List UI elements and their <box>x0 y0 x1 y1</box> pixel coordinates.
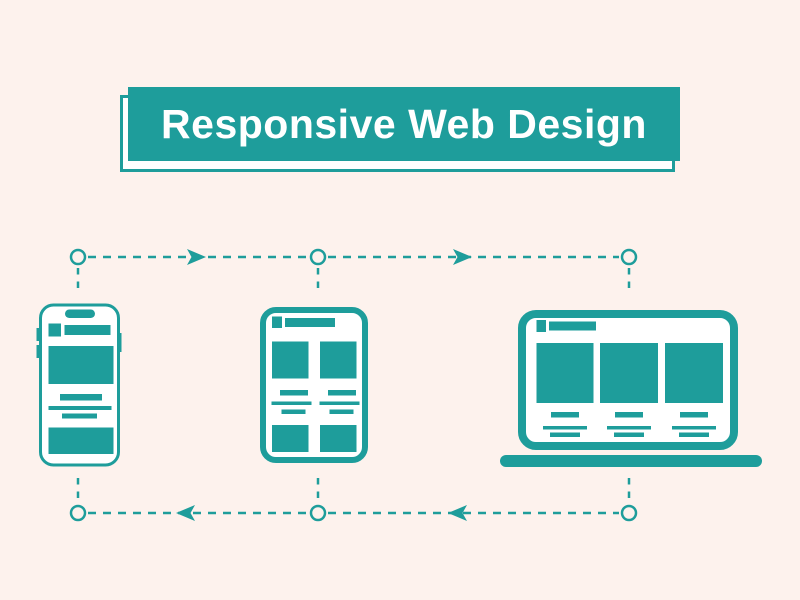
laptop-image-block <box>536 343 594 403</box>
laptop-image-block <box>665 343 723 403</box>
tablet-image-block <box>272 425 309 452</box>
laptop-text-line <box>680 412 708 418</box>
flow-node-circle <box>69 504 87 522</box>
laptop-text-line <box>614 432 644 437</box>
laptop-base <box>500 455 762 467</box>
arrow-right-icon <box>453 249 472 265</box>
responsive-devices-diagram <box>36 248 762 522</box>
tablet-wireframe-icon <box>260 307 368 463</box>
banner-plate: Responsive Web Design <box>128 87 680 161</box>
tablet-image-block <box>320 425 357 452</box>
phone-header-logo-block <box>48 323 61 337</box>
laptop-text-line <box>615 412 643 418</box>
phone-text-line <box>62 413 97 419</box>
phone-hero-block <box>48 346 114 384</box>
bottom-connector <box>69 478 638 522</box>
tablet-text-line <box>281 409 306 414</box>
arrow-left-icon <box>176 505 195 521</box>
laptop-text-line <box>543 426 587 430</box>
arrow-right-icon <box>187 249 206 265</box>
tablet-image-block <box>272 341 309 379</box>
tablet-text-line <box>280 390 308 396</box>
laptop-text-line <box>672 426 716 430</box>
flow-node-circle <box>309 504 327 522</box>
arrow-left-icon <box>448 505 467 521</box>
phone-text-line <box>60 394 102 401</box>
tablet-image-block <box>320 341 357 379</box>
tablet-text-line <box>319 401 360 405</box>
tablet-header-logo-block <box>272 316 282 328</box>
tablet-text-line <box>271 401 312 405</box>
laptop-header-bar <box>549 321 596 331</box>
smartphone-wireframe-icon <box>36 303 122 467</box>
phone-speaker-notch <box>65 309 95 318</box>
laptop-wireframe-icon <box>500 310 762 467</box>
flow-node-circle <box>309 248 327 266</box>
flow-node-circle <box>620 248 638 266</box>
laptop-text-line <box>607 426 651 430</box>
tablet-text-line <box>328 390 356 396</box>
flow-node-circle <box>620 504 638 522</box>
laptop-text-line <box>679 432 709 437</box>
phone-footer-block <box>48 427 114 454</box>
tablet-header-bar <box>285 318 335 327</box>
laptop-text-line <box>551 412 579 418</box>
top-connector <box>69 248 638 293</box>
laptop-text-line <box>550 432 580 437</box>
laptop-header-logo-block <box>536 320 546 332</box>
phone-header-bar <box>64 325 111 335</box>
tablet-text-line <box>329 409 354 414</box>
laptop-image-block <box>600 343 658 403</box>
page-title: Responsive Web Design <box>161 100 647 147</box>
phone-text-line <box>48 406 112 410</box>
flow-node-circle <box>69 248 87 266</box>
phone-body <box>39 303 120 467</box>
